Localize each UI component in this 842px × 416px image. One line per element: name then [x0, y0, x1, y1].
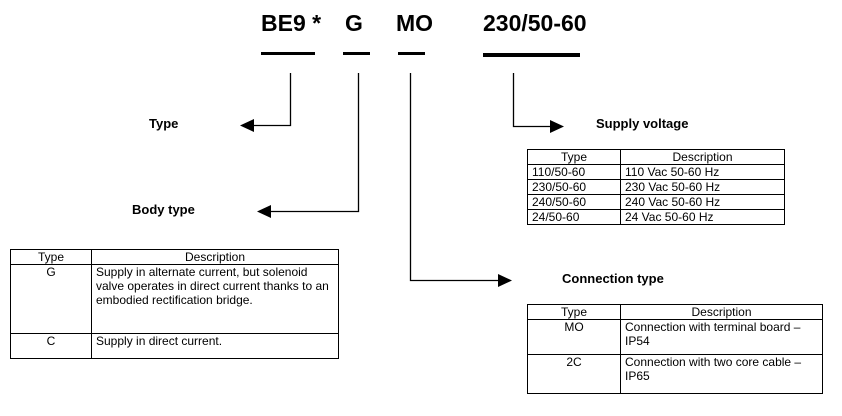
supply-voltage-label: Supply voltage: [596, 116, 689, 131]
underline-voltage: [483, 53, 580, 57]
cell-type: G: [10, 264, 92, 334]
type-arrow-icon: [240, 119, 254, 132]
cell-description: 110 Vac 50-60 Hz: [620, 164, 785, 180]
code-segment-connection: MO: [396, 10, 434, 36]
cell-description: Supply in direct current.: [91, 333, 339, 359]
cell-description: 24 Vac 50-60 Hz: [620, 209, 785, 225]
header-type: Type: [527, 304, 621, 320]
body-type-table: Type Description G Supply in alternate c…: [10, 249, 339, 359]
cell-type: 240/50-60: [527, 194, 621, 210]
cell-type: 110/50-60: [527, 164, 621, 180]
cell-type: 24/50-60: [527, 209, 621, 225]
header-type: Type: [10, 249, 92, 265]
supply-arrow-icon: [550, 120, 564, 133]
cell-description: 240 Vac 50-60 Hz: [620, 194, 785, 210]
cell-type: C: [10, 333, 92, 359]
type-connector: [254, 73, 292, 127]
table-header-row: Type Description: [527, 304, 823, 320]
table-row: C Supply in direct current.: [10, 333, 339, 359]
connection-type-table: Type Description MO Connection with term…: [527, 304, 823, 394]
header-description: Description: [620, 304, 823, 320]
cell-description: Connection with two core cable – IP65: [620, 354, 823, 394]
header-description: Description: [91, 249, 339, 265]
table-row: 240/50-60 240 Vac 50-60 Hz: [527, 194, 785, 210]
body-type-connector: [271, 73, 360, 213]
body-type-arrow-icon: [257, 205, 271, 218]
cell-description: Connection with terminal board –IP54: [620, 319, 823, 355]
underline-connection: [398, 52, 425, 55]
underline-body: [343, 52, 370, 55]
connection-arrow-icon: [498, 274, 512, 287]
table-header-row: Type Description: [527, 149, 785, 165]
body-type-label: Body type: [132, 202, 195, 217]
table-row: 24/50-60 24 Vac 50-60 Hz: [527, 209, 785, 225]
table-row: 230/50-60 230 Vac 50-60 Hz: [527, 179, 785, 195]
code-segment-series: BE9 *: [261, 10, 322, 36]
cell-type: MO: [527, 319, 621, 355]
table-row: MO Connection with terminal board –IP54: [527, 319, 823, 355]
supply-voltage-table: Type Description 110/50-60 110 Vac 50-60…: [527, 149, 785, 225]
cell-type: 230/50-60: [527, 179, 621, 195]
table-row: 2C Connection with two core cable – IP65: [527, 354, 823, 394]
table-row: G Supply in alternate current, but solen…: [10, 264, 339, 334]
cell-description: Supply in alternate current, but solenoi…: [91, 264, 339, 334]
underline-series: [261, 52, 315, 55]
table-row: 110/50-60 110 Vac 50-60 Hz: [527, 164, 785, 180]
code-segment-body: G: [345, 10, 363, 36]
code-segment-voltage: 230/50-60: [483, 10, 587, 36]
header-description: Description: [620, 149, 785, 165]
cell-type: 2C: [527, 354, 621, 394]
supply-connector: [512, 73, 550, 128]
type-label: Type: [149, 116, 179, 131]
connection-type-label: Connection type: [562, 271, 664, 286]
header-type: Type: [527, 149, 621, 165]
cell-description: 230 Vac 50-60 Hz: [620, 179, 785, 195]
table-header-row: Type Description: [10, 249, 339, 265]
connection-connector: [409, 73, 498, 282]
